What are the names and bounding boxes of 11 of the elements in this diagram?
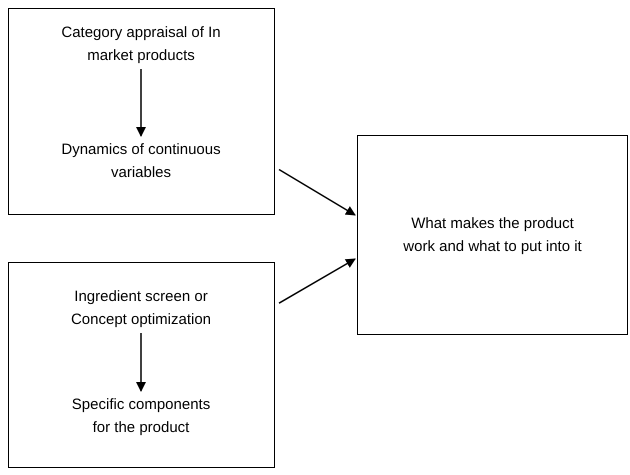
node-text: Category appraisal of In market products (56, 21, 226, 67)
node-text: Specific components for the product (61, 393, 221, 439)
arrow (278, 168, 356, 216)
node-text: Ingredient screen or Concept optimization (56, 285, 226, 331)
arrow (136, 69, 146, 137)
process-box (8, 8, 275, 215)
arrow (278, 258, 356, 304)
node-text: Dynamics of continuous variables (46, 138, 236, 184)
arrow (136, 333, 146, 392)
process-box: What makes the product work and what to put into it (357, 135, 628, 335)
process-box (8, 262, 275, 468)
